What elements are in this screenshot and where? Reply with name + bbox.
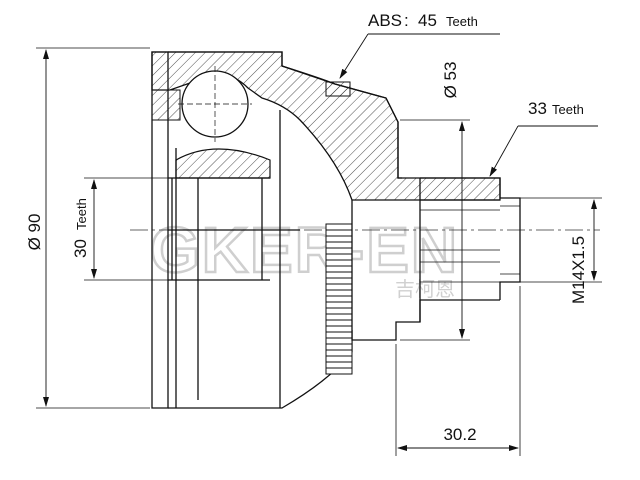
watermark-text: GKER-EN <box>150 214 459 286</box>
abs-sep: : <box>404 11 409 30</box>
outer-teeth-callout: 33 Teeth <box>489 99 598 177</box>
abs-value: 45 <box>418 11 437 30</box>
abs-ring <box>325 223 353 375</box>
watermark: GKER-EN 吉柯恩 <box>149 213 459 301</box>
dim-thread: M14X1.5 <box>520 197 602 304</box>
dim-diameter-53: Ø 53 <box>400 62 470 341</box>
dim-diameter-53-label: Ø 53 <box>441 62 460 99</box>
thread-label: M14X1.5 <box>569 236 588 304</box>
abs-ring-section <box>325 81 351 97</box>
inner-teeth-value: 30 <box>71 239 90 258</box>
abs-prefix: ABS <box>368 11 402 30</box>
abs-callout: ABS : 45 Teeth <box>339 11 500 79</box>
watermark-chinese: 吉柯恩 <box>395 277 455 301</box>
dim-inner-teeth: 30 Teeth <box>71 177 168 281</box>
dim-diameter-90-label: Ø 90 <box>25 214 44 251</box>
dim-length: 30.2 <box>395 286 521 456</box>
length-label: 30.2 <box>443 425 476 444</box>
dim-diameter-90: Ø 90 <box>25 47 150 409</box>
outer-teeth-unit: Teeth <box>552 102 584 117</box>
inner-teeth-unit: Teeth <box>74 198 89 230</box>
abs-unit: Teeth <box>446 14 478 29</box>
outer-teeth-value: 33 <box>528 99 547 118</box>
